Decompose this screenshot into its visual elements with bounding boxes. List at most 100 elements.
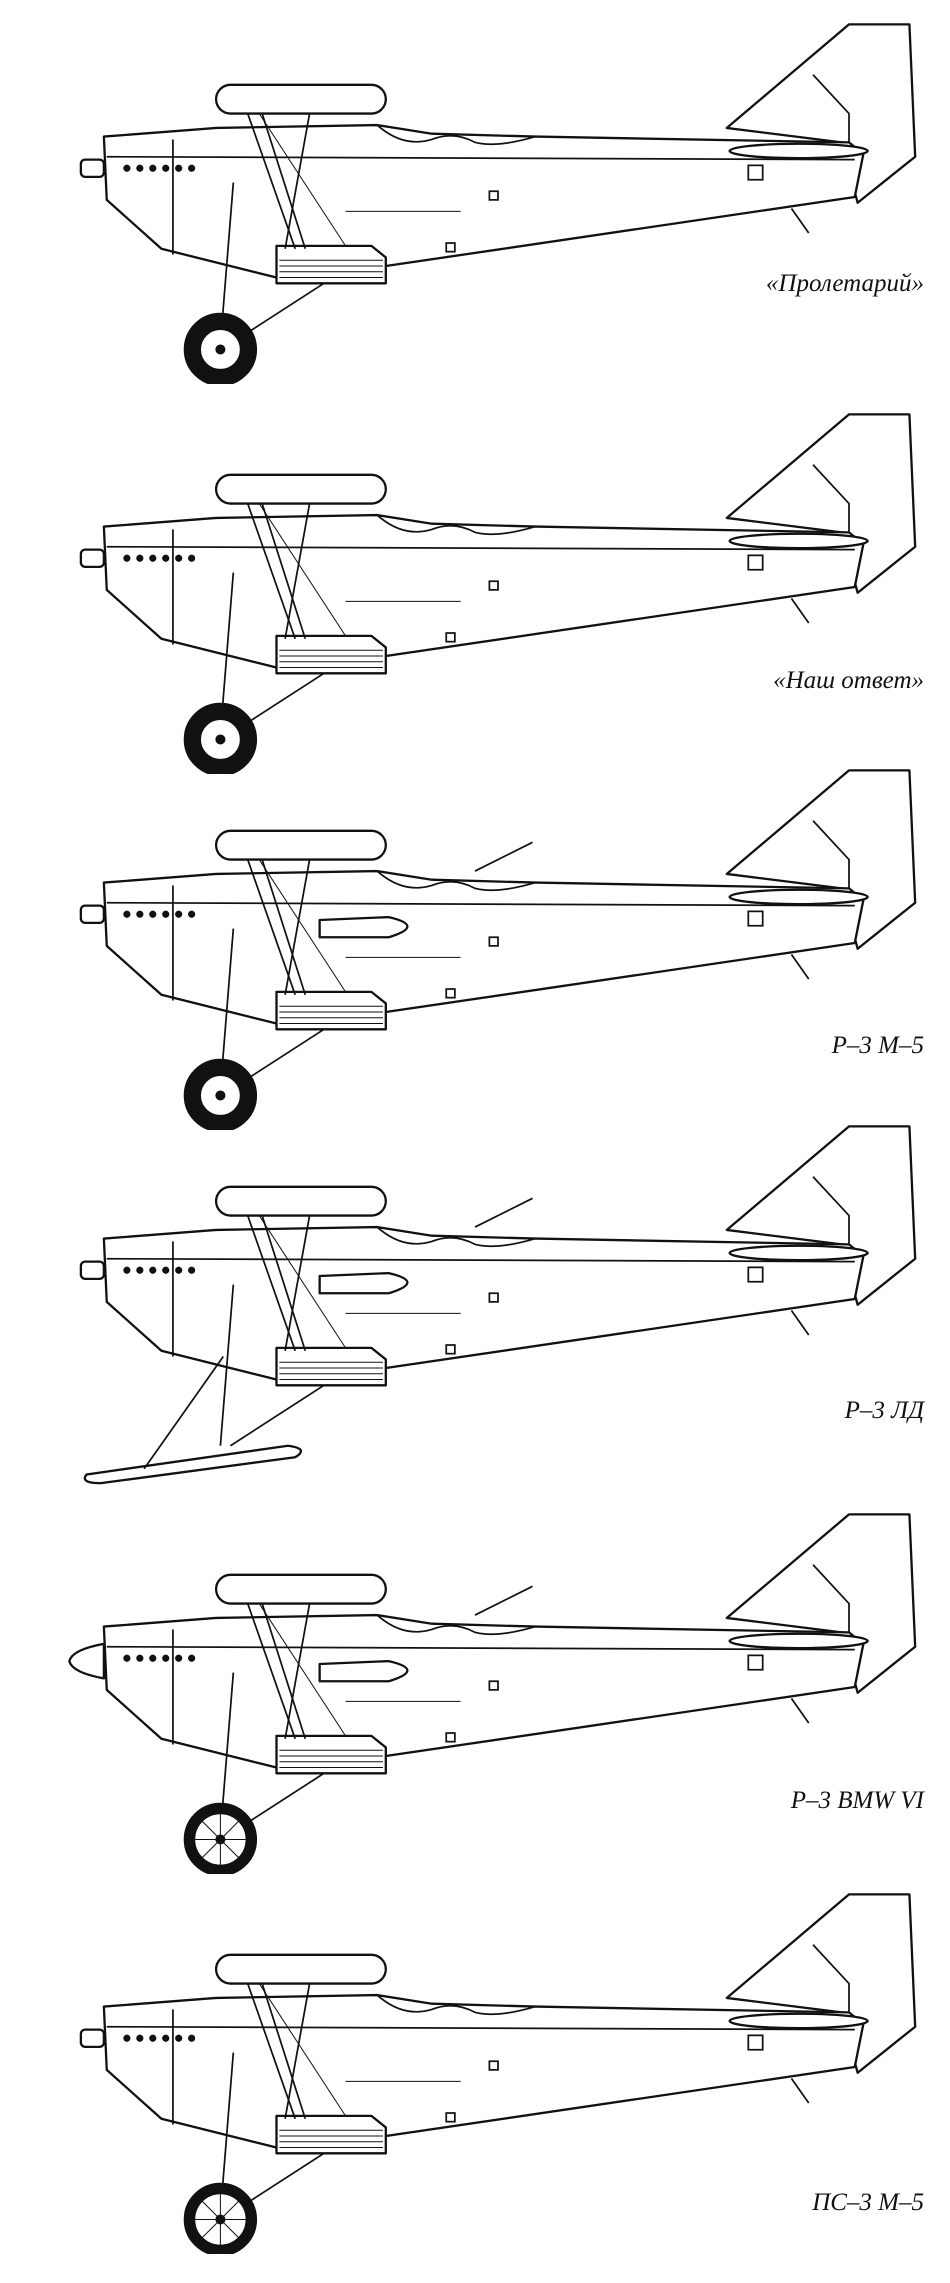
cockpit-rim [376, 1226, 536, 1248]
exhaust-port [175, 2034, 183, 2042]
exhaust-port [136, 1654, 144, 1662]
stabilizer [728, 2012, 869, 2030]
interplane-strut [284, 503, 311, 639]
gear-strut [229, 1384, 325, 1447]
inspection-hatch [747, 910, 764, 927]
longeron-line [106, 901, 855, 907]
exhaust-port [188, 554, 196, 562]
interplane-strut [261, 503, 307, 640]
small-hatch [445, 2112, 456, 2123]
bracing-wire [258, 1983, 346, 2117]
fuel-tank [318, 1659, 409, 1683]
aircraft-profile-r3-m5 [0, 756, 950, 1133]
bracing-wire [258, 1215, 346, 1349]
exhaust-port [162, 164, 170, 172]
tail-skid [790, 954, 810, 980]
machine-gun [474, 1197, 533, 1228]
interplane-strut [284, 859, 311, 995]
interplane-strut [261, 1215, 307, 1352]
interplane-strut [246, 113, 297, 250]
caption-proletariy: «Пролетарий» [765, 270, 924, 297]
caption-r3-bmw-vi: Р–3 BMW VI [790, 1787, 924, 1814]
inspection-hatch [747, 1266, 764, 1283]
aircraft-profile-nash-otvet [0, 400, 950, 777]
exhaust-port [123, 2034, 131, 2042]
exhaust-port [175, 1266, 183, 1274]
fuel-tank [318, 1271, 409, 1295]
inspection-hatch [747, 1654, 764, 1671]
bracing-wire [258, 503, 346, 637]
lower-wing [275, 1734, 387, 1775]
exhaust-port [136, 2034, 144, 2042]
exhaust-port [188, 164, 196, 172]
biplane-drawing [68, 1513, 917, 1877]
interplane-strut [246, 503, 297, 640]
tail-skid [790, 1310, 810, 1336]
biplane-drawing [79, 1893, 917, 2257]
exhaust-port [123, 164, 131, 172]
small-hatch [488, 1680, 499, 1691]
longeron-line [106, 1645, 855, 1651]
lower-wing [275, 990, 387, 1031]
stabilizer [728, 888, 869, 906]
caption-ps3-m5: ПС–3 М–5 [812, 2189, 924, 2216]
longeron-line [106, 1257, 855, 1263]
upper-wing [214, 473, 387, 505]
exhaust-port [162, 554, 170, 562]
stabilizer [728, 532, 869, 550]
cockpit-rim [376, 1614, 536, 1636]
exhaust-port [136, 910, 144, 918]
biplane-drawing [79, 1125, 917, 1485]
exhaust-port [149, 2034, 157, 2042]
interplane-strut [261, 1983, 307, 2120]
wheel-hub [215, 734, 226, 745]
exhaust-port [136, 554, 144, 562]
inspection-hatch [747, 554, 764, 571]
inspection-hatch [747, 2034, 764, 2051]
exhaust-port [149, 554, 157, 562]
lower-wing [275, 2114, 387, 2155]
interplane-strut [246, 1215, 297, 1352]
lower-wing [275, 1346, 387, 1387]
interplane-strut [284, 1983, 311, 2119]
tail-skid [790, 208, 810, 234]
aircraft-profile-r3-bmw-vi [0, 1500, 950, 1877]
exhaust-port [162, 1654, 170, 1662]
landing-ski [83, 1444, 303, 1485]
small-hatch [488, 1292, 499, 1303]
inspection-hatch [747, 164, 764, 181]
longeron-line [106, 2025, 855, 2031]
exhaust-port [136, 1266, 144, 1274]
exhaust-port [162, 1266, 170, 1274]
exhaust-port [149, 910, 157, 918]
propeller-hub [79, 158, 106, 179]
tail-skid [790, 2078, 810, 2104]
propeller-spinner [68, 1642, 106, 1680]
exhaust-port [123, 1266, 131, 1274]
small-hatch [488, 936, 499, 947]
wheel-hub [215, 1834, 226, 1845]
interplane-strut [246, 859, 297, 996]
wheel-hub [215, 1090, 226, 1101]
upper-wing [214, 83, 387, 115]
stabilizer [728, 142, 869, 160]
cockpit-rim [376, 1994, 536, 2016]
upper-wing [214, 1185, 387, 1217]
exhaust-port [162, 2034, 170, 2042]
gear-leg [219, 1284, 235, 1446]
interplane-strut [261, 859, 307, 996]
small-hatch [488, 2060, 499, 2071]
small-hatch [445, 632, 456, 643]
exhaust-port [188, 910, 196, 918]
cockpit-rim [376, 870, 536, 892]
interplane-strut [246, 1603, 297, 1740]
small-hatch [445, 242, 456, 253]
caption-r3-m5: Р–3 М–5 [831, 1032, 924, 1059]
exhaust-port [149, 1654, 157, 1662]
exhaust-port [123, 1654, 131, 1662]
aircraft-profile-proletariy [0, 10, 950, 387]
upper-wing [214, 1573, 387, 1605]
propeller-hub [79, 904, 106, 925]
tail-skid [790, 598, 810, 624]
interplane-strut [261, 113, 307, 250]
